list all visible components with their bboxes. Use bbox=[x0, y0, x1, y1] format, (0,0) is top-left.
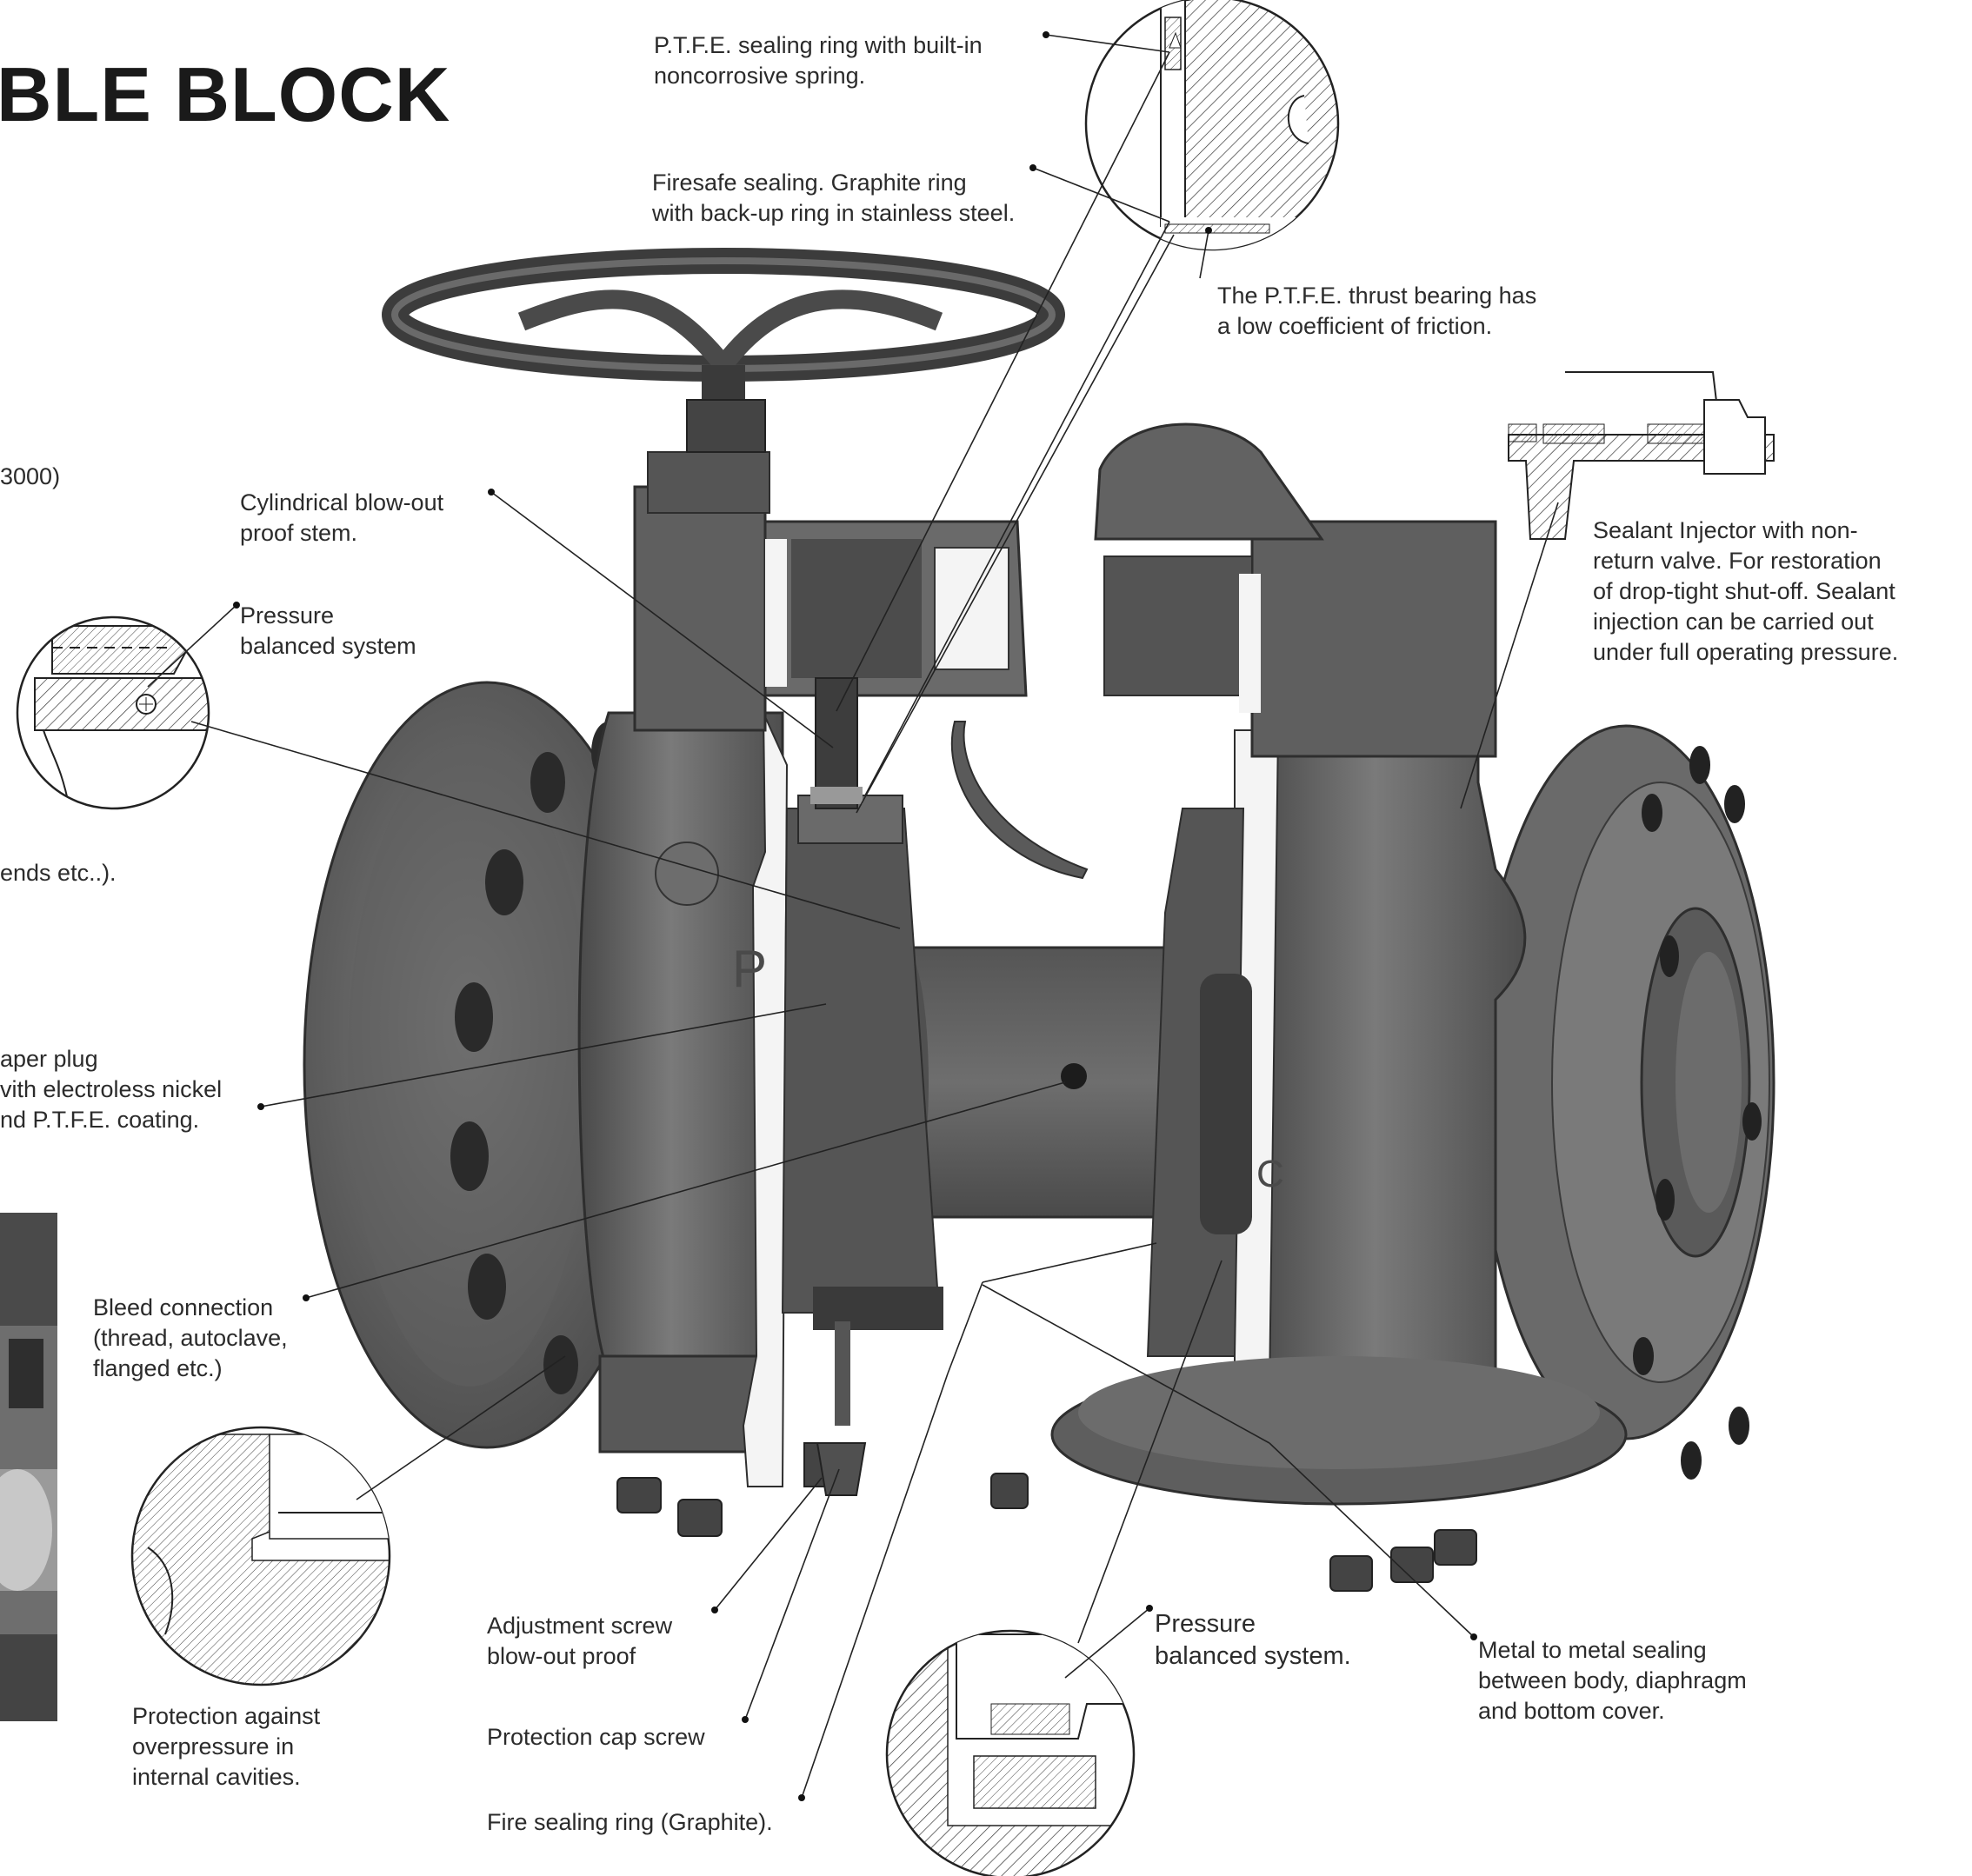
fragment-rating: 3000) bbox=[0, 463, 61, 489]
inset-photo-fragment bbox=[0, 1213, 57, 1721]
leader-dots bbox=[233, 31, 1477, 1801]
callout-metal-sealing: Metal to metal sealing between body, dia… bbox=[1478, 1637, 1747, 1724]
body-letter-p: P bbox=[732, 940, 767, 998]
page-title: BLE BLOCK bbox=[0, 51, 451, 137]
callout-fire-sealing-ring: Fire sealing ring (Graphite). bbox=[487, 1809, 773, 1835]
handwheel bbox=[382, 248, 1065, 453]
detail-circle-pressure-balanced bbox=[16, 615, 210, 810]
detail-circle-pressure-balanced-lower bbox=[885, 1629, 1136, 1876]
callout-pressure-balanced-top: Pressure balanced system bbox=[240, 602, 416, 659]
detail-sealant-injector bbox=[1508, 371, 1775, 540]
callout-ptfe-sealing-ring: P.T.F.E. sealing ring with built-in nonc… bbox=[654, 32, 983, 89]
cut-channel bbox=[939, 1234, 1148, 1356]
fragment-ends: ends etc..). bbox=[0, 860, 117, 886]
callout-thrust-bearing: The P.T.F.E. thrust bearing has a low co… bbox=[1217, 283, 1537, 339]
detail-circle-overpressure bbox=[130, 1426, 391, 1686]
callout-adjustment-screw: Adjustment screw blow-out proof bbox=[487, 1613, 673, 1669]
right-valve-body bbox=[950, 422, 1628, 1592]
callout-overpressure: Protection against overpressure in inter… bbox=[132, 1703, 321, 1790]
left-valve-body bbox=[577, 451, 1028, 1537]
right-flange-bolt-holes bbox=[1633, 746, 1762, 1480]
bleed-port-hole bbox=[1061, 1063, 1087, 1089]
callout-cylindrical-stem: Cylindrical blow-out proof stem. bbox=[240, 489, 444, 546]
callout-sealant-injector: Sealant Injector with non- return valve.… bbox=[1593, 517, 1899, 665]
callout-protection-cap-screw: Protection cap screw bbox=[487, 1724, 705, 1750]
detail-circle-seat-seal bbox=[1084, 0, 1340, 251]
fragment-taper-plug: aper plug vith electroless nickel nd P.T… bbox=[0, 1046, 223, 1133]
callout-pressure-balanced-bottom: Pressure balanced system. bbox=[1155, 1610, 1351, 1670]
right-flange bbox=[1476, 724, 1775, 1480]
callout-firesafe-sealing: Firesafe sealing. Graphite ring with bac… bbox=[652, 170, 1016, 226]
callout-bleed-connection: Bleed connection (thread, autoclave, fla… bbox=[93, 1294, 288, 1381]
leader-lines bbox=[147, 34, 1559, 1799]
body-letter-c: C bbox=[1256, 1153, 1284, 1195]
